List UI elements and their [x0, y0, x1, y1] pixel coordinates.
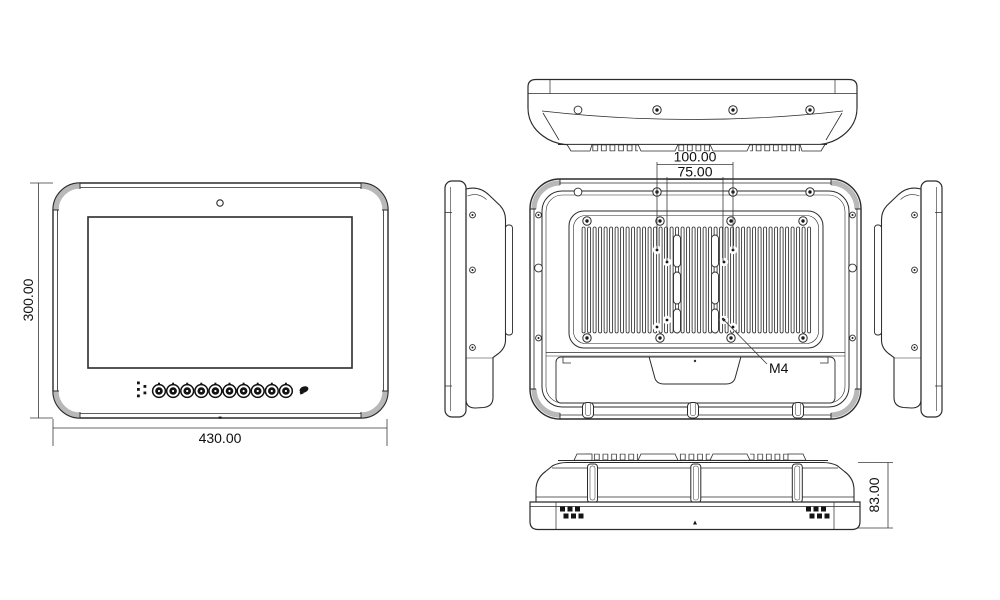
dim-depth-label: 83.00	[866, 477, 882, 512]
screw	[582, 216, 592, 226]
right-side-view	[875, 181, 943, 417]
screw	[652, 105, 662, 115]
dim-vesa-outer-label: 100.00	[674, 149, 717, 165]
bottom-view	[529, 453, 861, 531]
front-view	[52, 182, 389, 419]
mounting-tabs	[587, 463, 803, 503]
bottom-fins	[558, 453, 828, 461]
display-screen	[87, 216, 353, 369]
screw	[726, 333, 736, 343]
camera-icon	[216, 199, 224, 207]
corner-bumpers	[530, 179, 861, 419]
dim-vesa-inner: 75.00	[666, 164, 724, 262]
screw	[798, 333, 808, 343]
dimension-annotations: 300.00 430.00 100.00 75.00 M4 83.00	[20, 149, 893, 529]
screw-hole	[848, 263, 857, 273]
dim-front-width-label: 430.00	[199, 430, 242, 446]
dim-mount-thread-label: M4	[769, 360, 789, 376]
screw	[582, 333, 592, 343]
screw	[535, 211, 542, 219]
top-fins	[558, 144, 827, 152]
corner-bumpers	[53, 183, 388, 418]
connector-cluster	[560, 506, 584, 519]
center-mark	[693, 520, 697, 525]
screw	[726, 216, 736, 226]
dim-depth: 83.00	[858, 462, 893, 529]
screw	[805, 187, 815, 197]
led-indicator-icons	[137, 381, 147, 398]
screw-hole	[573, 187, 583, 197]
screw-hole	[573, 105, 583, 115]
left-side-view	[445, 181, 513, 417]
heatsink-fins	[581, 226, 812, 334]
dim-front-width: 430.00	[52, 419, 388, 446]
screw	[798, 216, 808, 226]
bottom-notch	[218, 416, 222, 419]
connector-cluster	[806, 506, 830, 519]
screw-hole	[534, 263, 543, 273]
back-view	[529, 178, 862, 420]
screw	[805, 105, 815, 115]
dim-vesa-outer: 100.00	[656, 149, 734, 250]
dim-mount-thread: M4	[721, 317, 789, 376]
speaker-icon	[299, 386, 309, 395]
screw	[535, 334, 542, 342]
dim-front-height: 300.00	[20, 182, 53, 419]
dim-front-height-label: 300.00	[20, 278, 36, 321]
screw	[849, 334, 856, 342]
heatsink-recess	[568, 210, 824, 349]
mounting-tabs	[582, 402, 804, 419]
screw	[728, 105, 738, 115]
screw	[849, 211, 856, 219]
top-view	[527, 78, 858, 152]
dim-vesa-inner-label: 75.00	[677, 164, 712, 180]
screw	[655, 333, 665, 343]
